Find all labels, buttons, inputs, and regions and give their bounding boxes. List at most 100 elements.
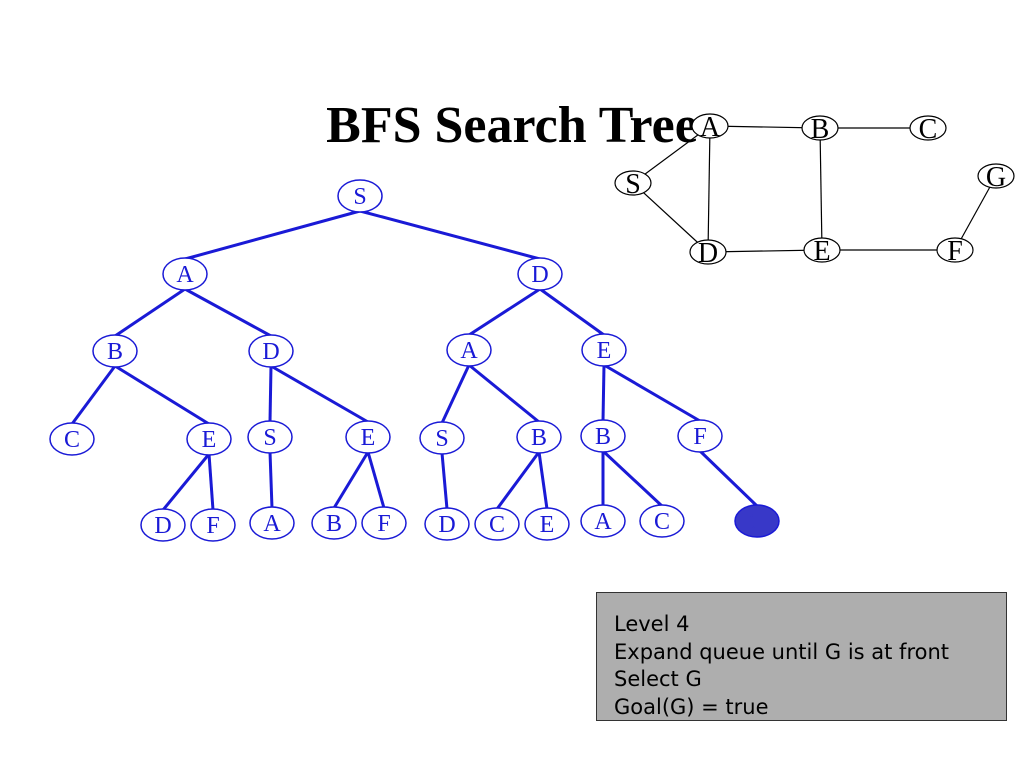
tree-node: F: [677, 419, 723, 453]
tree-node: S: [419, 421, 465, 455]
tree-node: F: [361, 506, 407, 540]
tree-node: E: [524, 507, 570, 541]
graph-node: G: [977, 162, 1015, 193]
graph-node-label: A: [700, 112, 721, 143]
tree-node-circle: [248, 334, 294, 368]
tree-node-circle: [424, 507, 470, 541]
slide-title: BFS Search Tree: [326, 97, 698, 154]
tree-node: A: [446, 333, 492, 367]
tree-node-circle: [190, 508, 236, 542]
graph-node-circle: [801, 115, 839, 141]
graph-edge: [819, 127, 823, 251]
tree-node-circle: [361, 506, 407, 540]
tree-node-label: C: [654, 509, 670, 535]
tree-node-circle: [516, 420, 562, 454]
tree-edge: [70, 365, 117, 425]
graph-node-label: B: [811, 114, 830, 145]
tree-node-label: E: [202, 427, 217, 453]
tree-node-circle: [92, 334, 138, 368]
tree-node-circle: [186, 422, 232, 456]
tree-node: D: [248, 334, 294, 368]
graph-node-circle: [689, 239, 727, 265]
graph-node: B: [801, 114, 839, 145]
tree-node: C: [49, 422, 95, 456]
tree-node-label: E: [540, 512, 555, 538]
tree-node-circle: [249, 506, 295, 540]
tree-edge: [366, 451, 386, 509]
tree-edge: [539, 287, 605, 337]
graph-node-label: G: [986, 162, 1006, 193]
tree-node-circle: [581, 333, 627, 367]
tree-node: B: [580, 419, 626, 453]
tree-edge: [114, 364, 210, 426]
tree-node-label: F: [206, 513, 219, 539]
tree-edge: [601, 449, 664, 508]
tree-node-label: A: [460, 338, 478, 364]
tree-edge: [114, 287, 186, 338]
tree-node-label: D: [438, 512, 455, 538]
info-line-select: Select G: [614, 667, 702, 691]
tree-node: A: [249, 506, 295, 540]
graph-node-circle: [909, 115, 947, 141]
tree-edge: [537, 451, 549, 510]
tree-edge: [332, 451, 370, 509]
tree-node-circle: [140, 508, 186, 542]
tree-node-label: F: [377, 511, 390, 537]
tree-edge: [184, 209, 361, 261]
tree-edge: [270, 364, 369, 424]
tree-node-label: G: [748, 509, 765, 535]
tree-node-goal: G: [734, 504, 780, 538]
tree-node: D: [140, 508, 186, 542]
tree-node-circle: [580, 419, 626, 453]
info-box: Level 4 Expand queue until G is at front…: [596, 592, 1007, 721]
graph-node-circle: [977, 163, 1015, 189]
tree-node-label: B: [531, 425, 547, 451]
graph-node-circle: [803, 237, 841, 263]
tree-edge: [359, 209, 541, 261]
graph-node-label: S: [625, 169, 641, 200]
graph-edge: [707, 125, 711, 253]
graph-node: A: [691, 112, 729, 143]
tree-node-circle: [580, 504, 626, 538]
graph-node-label: E: [813, 236, 830, 267]
tree-node-label: C: [64, 427, 80, 453]
tree-node: A: [580, 504, 626, 538]
tree-edge: [468, 363, 540, 424]
tree-node: B: [92, 334, 138, 368]
tree-node-circle: [524, 507, 570, 541]
graph-edge: [632, 125, 711, 184]
tree-node-label: B: [326, 511, 342, 537]
info-line-level: Level 4: [614, 612, 690, 636]
graph-node: F: [936, 236, 974, 267]
info-line-goal: Goal(G) = true: [614, 694, 769, 719]
tree-node: C: [639, 504, 685, 538]
tree-node: B: [516, 420, 562, 454]
tree-node-label: B: [595, 424, 611, 450]
tree-edge: [268, 451, 274, 509]
search-tree-edges: [70, 209, 759, 511]
graph-edge: [954, 175, 997, 251]
state-graph-nodes: A B C S G D E F: [614, 112, 1015, 269]
graph-node: D: [689, 238, 727, 269]
tree-edge: [698, 449, 759, 508]
graph-edge: [632, 182, 709, 253]
tree-edge: [601, 364, 606, 422]
graph-node-circle: [614, 170, 652, 196]
graph-edge: [707, 249, 823, 253]
tree-edge: [161, 453, 211, 511]
tree-edge: [468, 287, 541, 337]
tree-node-label: S: [435, 426, 448, 452]
graph-node: E: [803, 236, 841, 267]
graph-node: C: [909, 114, 947, 145]
tree-edge: [207, 453, 215, 511]
tree-edge: [440, 452, 449, 510]
tree-node-circle: [419, 421, 465, 455]
tree-node-circle: [474, 507, 520, 541]
tree-node-circle: [517, 257, 563, 291]
tree-edge: [495, 451, 541, 510]
tree-node-label: D: [531, 262, 548, 288]
tree-node-circle: [311, 506, 357, 540]
tree-edge: [184, 287, 272, 338]
